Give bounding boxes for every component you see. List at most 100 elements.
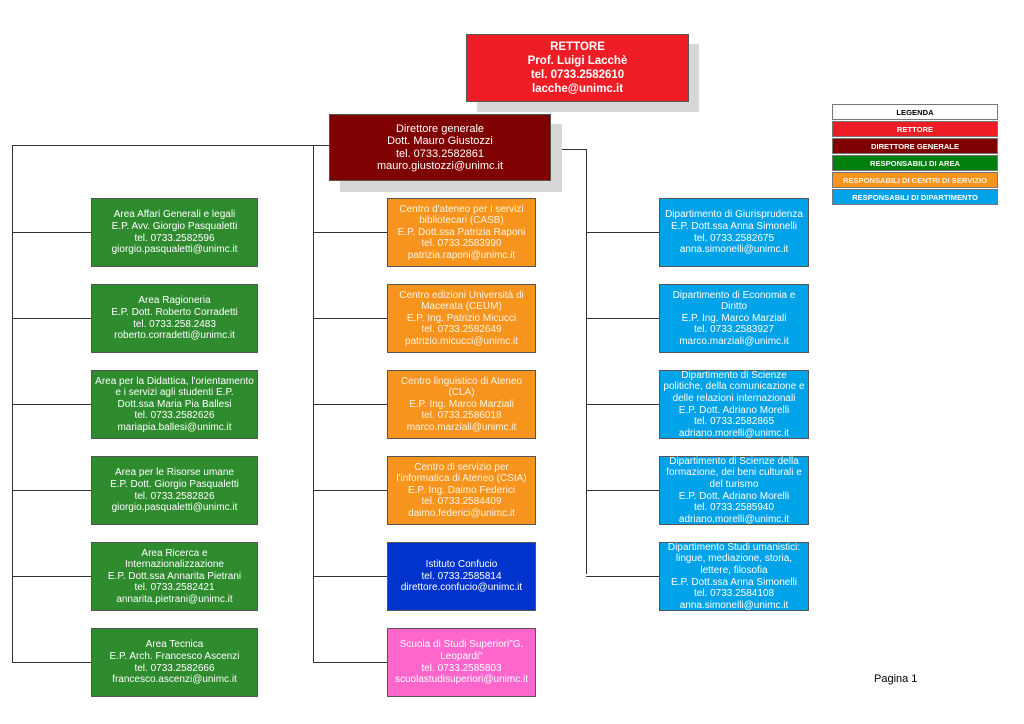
centro-line: tel. 0733.2582649 [421, 324, 502, 336]
area-line: e i servizi agli studenti E.P. [115, 387, 234, 399]
connector-dipartimento [586, 232, 659, 233]
dipartimento-line: E.P. Dott.ssa Anna Simonelli [671, 220, 797, 232]
rettore-email: lacche@unimc.it [531, 83, 624, 95]
dipartimento-line: E.P. Ing. Marco Marziali [681, 312, 787, 324]
direttore-title: Direttore generale [395, 122, 485, 135]
dipartimento-line: Dipartimento Studi umanistici: [667, 541, 801, 553]
area-line: Area per le Risorse umane [115, 467, 234, 479]
area-line: tel. 0733.2582626 [134, 410, 215, 422]
dipartimento-line: E.P. Dott. Adriano Morelli [678, 490, 790, 502]
centro-line: Centro edizioni Università di [399, 289, 524, 301]
area-line: E.P. Dott. Giorgio Pasqualetti [110, 478, 239, 490]
dipartimento-line: Dipartimento di Economia e [672, 289, 796, 301]
centro-line: Centro linguistico di Ateneo [400, 375, 523, 387]
area-line: Area Ricerca e [141, 547, 208, 559]
scuola-box: Scuola di Studi Superiori"G. Leopardi" t… [387, 628, 536, 697]
centro-box: Centro d'ateneo per i servizi biblioteca… [387, 198, 536, 267]
direttore-email: mauro.giustozzi@unimc.it [376, 160, 504, 172]
dipartimento-line: E.P. Dott. Adriano Morelli [678, 404, 790, 416]
area-line: roberto.corradetti@unimc.it [114, 330, 235, 342]
dipartimento-line: Dipartimento di Giurisprudenza [665, 209, 803, 221]
confucio-line: tel. 0733.2585814 [421, 570, 502, 582]
area-line: Area Affari Generali e legali [113, 209, 236, 221]
dipartimento-line: tel. 0733.2585940 [693, 502, 775, 514]
connector-dipartimento [586, 490, 659, 491]
legend-item-dipartimenti: RESPONSABILI DI DIPARTIMENTO [832, 189, 998, 205]
area-line: E.P. Arch. Francesco Ascenzi [109, 650, 240, 662]
connector-area [12, 318, 91, 319]
connector-dipartimento [586, 404, 659, 405]
area-line: francesco.ascenzi@unimc.it [112, 674, 237, 686]
area-line: tel. 0733.2582666 [134, 662, 215, 674]
centro-line: E.P. Ing. Marco Marziali [409, 398, 514, 410]
area-line: Internazionalizzazione [125, 559, 224, 571]
rettore-title: RETTORE [550, 41, 605, 53]
dipartimento-line: delle relazioni internazionali [672, 392, 796, 404]
scuola-line: Leopardi" [440, 650, 483, 662]
centro-line: patrizio.micucci@unimc.it [405, 335, 518, 347]
connector-area [12, 662, 91, 663]
connector-centro [313, 404, 387, 405]
centro-line: patrizia.raponi@unimc.it [407, 249, 516, 261]
centro-line: marco.marziali@unimc.it [406, 421, 517, 433]
connector-dipartimento [586, 576, 659, 577]
direttore-box: Direttore generale Dott. Mauro Giustozzi… [329, 114, 551, 181]
dipartimento-line: adriano.morelli@unimc.it [678, 427, 790, 439]
connector-right-trunk [586, 149, 587, 574]
dipartimento-line: marco.marziali@unimc.it [679, 335, 789, 347]
dipartimento-line: Dipartimento di Scienze [681, 369, 787, 381]
dipartimento-line: tel. 0733.2582675 [693, 232, 775, 244]
centro-line: tel. 0733.2584409 [421, 496, 502, 508]
dipartimento-line: adriano.morelli@unimc.it [678, 513, 790, 525]
dipartimento-line: anna.simonelli@unimc.it [679, 244, 789, 256]
dipartimento-line: Diritto [720, 301, 748, 313]
dipartimento-line: tel. 0733.2582865 [693, 416, 775, 428]
rettore-box: RETTORE Prof. Luigi Lacchè tel. 0733.258… [466, 34, 689, 102]
centro-box: Centro edizioni Università di Macerata (… [387, 284, 536, 353]
rettore-tel: tel. 0733.2582610 [530, 69, 625, 81]
page-number: Pagina 1 [874, 673, 918, 685]
confucio-line: Istituto Confucio [425, 559, 498, 571]
dipartimento-box: Dipartimento di Giurisprudenza E.P. Dott… [659, 198, 809, 267]
dipartimento-line: E.P. Dott.ssa Anna Simonelli [671, 576, 797, 588]
area-line: tel. 0733.2582826 [134, 490, 215, 502]
area-line: E.P. Avv. Giorgio Pasqualetti [111, 220, 238, 232]
centro-box: Centro di servizio per l'informatica di … [387, 456, 536, 525]
rettore-name: Prof. Luigi Lacchè [527, 55, 628, 67]
dipartimento-box: Dipartimento di Scienze della formazione… [659, 456, 809, 525]
centro-box: Centro linguistico di Ateneo (CLA) E.P. … [387, 370, 536, 439]
scuola-line: tel. 0733.2585803 [421, 662, 502, 674]
area-line: Area per la Didattica, l'orientamento [95, 375, 254, 387]
area-box: Area Ragioneria E.P. Dott. Roberto Corra… [91, 284, 258, 353]
dipartimento-line: tel. 0733.2583927 [693, 324, 775, 336]
dipartimento-box: Dipartimento di Economia e Diritto E.P. … [659, 284, 809, 353]
centro-line: tel. 0733.2583990 [421, 238, 502, 250]
connector-left-trunk [12, 145, 13, 662]
dipartimento-line: tel. 0733.2584108 [693, 588, 775, 600]
area-box: Area per la Didattica, l'orientamento e … [91, 370, 258, 439]
scuola-line: scuolastudisuperiori@unimc.it [395, 674, 528, 686]
area-box: Area Affari Generali e legali E.P. Avv. … [91, 198, 258, 267]
area-line: Area Tecnica [145, 639, 204, 651]
dipartimento-line: lingue, mediazione, storia, [675, 553, 793, 565]
centro-line: l'informatica di Ateneo (CSIA) [396, 473, 527, 485]
connector-centro [313, 576, 387, 577]
area-box: Area per le Risorse umane E.P. Dott. Gio… [91, 456, 258, 525]
area-line: annarita.pietrani@unimc.it [116, 593, 233, 605]
area-line: E.P. Dott. Roberto Corradetti [111, 306, 238, 318]
area-line: tel. 0733.2582421 [134, 582, 215, 594]
confucio-line: direttore.confucio@unimc.it [400, 582, 523, 594]
area-line: Area Ragioneria [138, 295, 211, 307]
area-line: giorgio.pasqualetti@unimc.it [111, 244, 238, 256]
area-line: giorgio.pasqualetti@unimc.it [111, 502, 238, 514]
area-box: Area Tecnica E.P. Arch. Francesco Ascenz… [91, 628, 258, 697]
scuola-line: Scuola di Studi Superiori"G. [399, 639, 524, 651]
centro-line: daimo.federici@unimc.it [408, 507, 515, 519]
connector-centro [313, 490, 387, 491]
connector-centro [313, 662, 387, 663]
dipartimento-line: del turismo [709, 478, 759, 490]
centro-line: tel. 0733.2586018 [421, 410, 502, 422]
direttore-name: Dott. Mauro Giustozzi [387, 135, 493, 147]
connector-centro [313, 232, 387, 233]
area-line: tel. 0733.2582596 [134, 232, 215, 244]
